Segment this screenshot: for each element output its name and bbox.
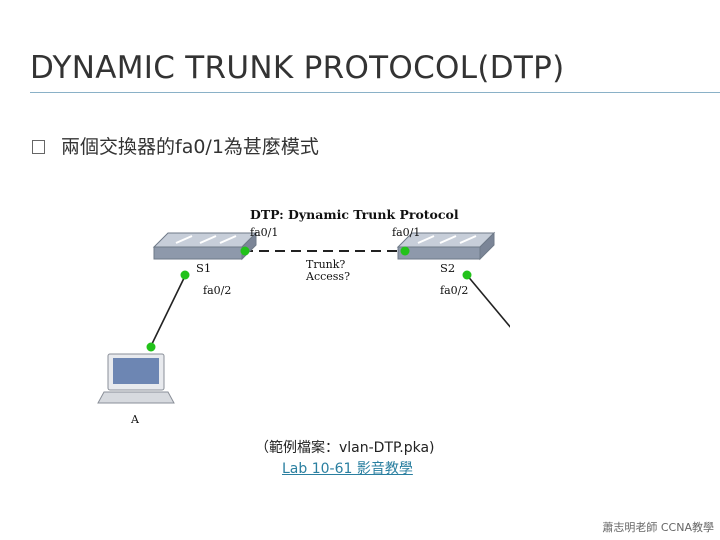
title-divider [30, 92, 720, 93]
video-tutorial-link[interactable]: Lab 10-61 影音教學 [282, 461, 413, 477]
pc-label-a: A [130, 413, 140, 426]
link-s2-to-b [465, 273, 510, 328]
link-s1-to-a [149, 273, 187, 349]
footer-credit: 蕭志明老師 CCNA教學 [602, 521, 714, 534]
bullet-item: 兩個交換器的fa0/1為甚麼模式 [32, 132, 319, 159]
link-dot-s1-fa01 [240, 246, 250, 256]
port-label-s2-fa01: fa0/1 [392, 226, 420, 239]
link-dot-pc-a [146, 342, 156, 352]
link-question-access: Access? [305, 270, 350, 283]
switch-s1-icon [152, 231, 258, 261]
diagram-heading: DTP: Dynamic Trunk Protocol [250, 207, 459, 222]
switch-label-s2: S2 [440, 261, 455, 275]
bullet-text: 兩個交換器的fa0/1為甚麼模式 [61, 136, 319, 158]
link-dot-s1-fa02 [180, 270, 190, 280]
slide-title: DYNAMIC TRUNK PROTOCOL(DTP) [30, 50, 565, 86]
bullet-box-icon [32, 140, 45, 154]
pc-a-icon [97, 353, 175, 404]
port-label-s1-fa01: fa0/1 [250, 226, 278, 239]
network-diagram: DTP: Dynamic Trunk Protocol fa0/1 fa0/1 … [97, 207, 510, 426]
link-dot-s2-fa02 [462, 270, 472, 280]
link-dot-s2-fa01 [400, 246, 410, 256]
example-file-caption: （範例檔案：vlan-DTP.pka) [255, 440, 435, 456]
link-question-trunk: Trunk? [306, 258, 345, 271]
switch-label-s1: S1 [196, 261, 211, 275]
port-label-s2-fa02: fa0/2 [440, 284, 468, 297]
port-label-s1-fa02: fa0/2 [203, 284, 231, 297]
switch-s2-icon [396, 231, 496, 261]
